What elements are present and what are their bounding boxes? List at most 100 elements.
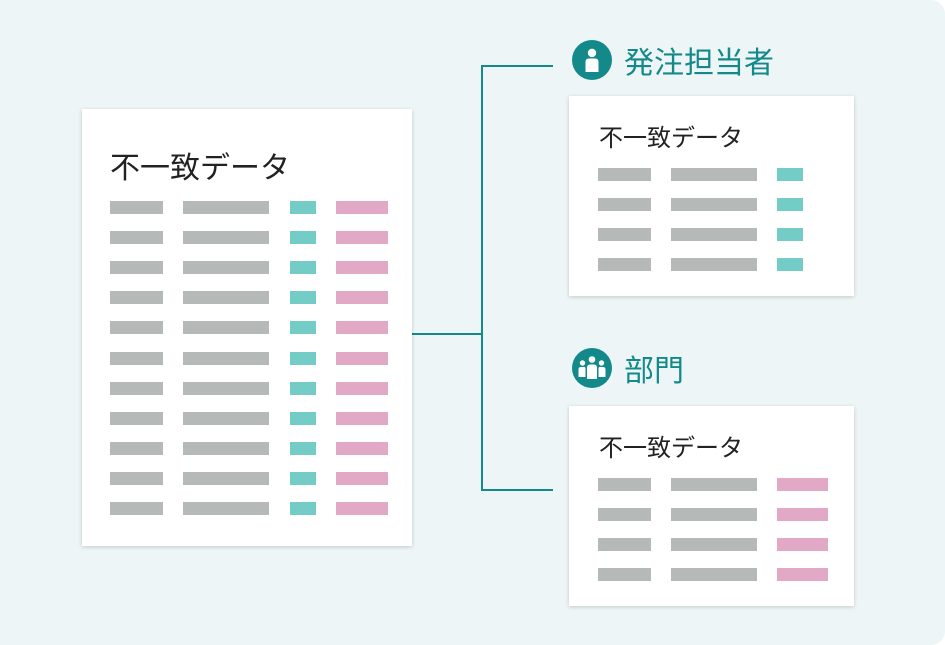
orderer-card-cell-gray [598, 228, 651, 241]
department-card-row [569, 478, 854, 491]
main-card-row [82, 502, 412, 515]
main-card-cell-gray [183, 441, 269, 455]
main-card-cell-pink [336, 471, 388, 485]
main-mismatch-card: 不一致データ [82, 109, 412, 546]
orderer-card-cell-gray [598, 168, 651, 181]
department-card-cell-gray [671, 538, 757, 551]
main-card-cell-gray [183, 411, 269, 425]
main-card-cell-teal [290, 381, 316, 395]
main-card-cell-pink [336, 291, 388, 305]
department-card-row [569, 568, 854, 581]
main-card-cell-gray [183, 381, 269, 395]
department-mismatch-card: 不一致データ [569, 406, 854, 606]
orderer-card-title: 不一致データ [599, 124, 743, 152]
main-card-row [82, 441, 412, 455]
main-card-cell-pink [336, 411, 388, 425]
orderer-card-cell-gray [671, 258, 757, 271]
main-card-cell-gray [183, 291, 269, 305]
main-card-cell-teal [290, 351, 316, 365]
main-card-cell-gray [110, 291, 163, 305]
orderer-card-cell-teal [777, 168, 803, 181]
orderer-card-cell-teal [777, 198, 803, 211]
main-card-cell-teal [290, 441, 316, 455]
group-icon [572, 348, 612, 388]
main-card-cell-gray [110, 441, 163, 455]
orderer-mismatch-card: 不一致データ [569, 96, 854, 296]
department-card-cell-pink [777, 538, 828, 551]
orderer-card-cell-gray [598, 198, 651, 211]
orderer-card-cell-teal [777, 258, 803, 271]
main-card-row [82, 381, 412, 395]
main-card-cell-teal [290, 291, 316, 305]
main-card-cell-gray [110, 321, 163, 335]
main-card-cell-teal [290, 321, 316, 335]
orderer-card-row [569, 168, 854, 181]
main-card-row [82, 321, 412, 335]
department-card-cell-gray [598, 568, 651, 581]
main-card-cell-pink [336, 502, 388, 515]
main-card-row [82, 291, 412, 305]
main-card-cell-gray [110, 381, 163, 395]
main-card-row [82, 471, 412, 485]
department-card-cell-gray [671, 508, 757, 521]
main-card-cell-pink [336, 381, 388, 395]
main-card-cell-pink [336, 351, 388, 365]
main-card-cell-gray [183, 502, 269, 515]
section-label-department: 部門 [624, 354, 684, 389]
main-card-row [82, 261, 412, 275]
department-card-row [569, 538, 854, 551]
department-card-cell-gray [598, 478, 651, 491]
department-card-cell-gray [598, 508, 651, 521]
main-card-cell-gray [110, 231, 163, 245]
main-card-cell-pink [336, 231, 388, 245]
department-card-cell-gray [671, 568, 757, 581]
department-card-cell-gray [598, 538, 651, 551]
orderer-card-cell-gray [671, 198, 757, 211]
main-card-title: 不一致データ [110, 151, 290, 186]
main-card-cell-gray [110, 502, 163, 515]
main-card-cell-teal [290, 502, 316, 515]
main-card-cell-gray [183, 351, 269, 365]
section-header-department: 部門 [572, 346, 684, 390]
main-card-cell-gray [183, 471, 269, 485]
section-label-orderer: 発注担当者 [624, 46, 774, 81]
main-card-cell-pink [336, 201, 388, 214]
main-card-cell-gray [183, 261, 269, 275]
main-card-cell-pink [336, 321, 388, 335]
orderer-card-row [569, 198, 854, 211]
main-card-cell-teal [290, 261, 316, 275]
main-card-cell-gray [110, 411, 163, 425]
main-card-cell-gray [110, 201, 163, 214]
orderer-card-cell-teal [777, 228, 803, 241]
main-card-cell-teal [290, 231, 316, 245]
department-card-cell-pink [777, 478, 828, 491]
orderer-card-cell-gray [671, 168, 757, 181]
main-card-cell-pink [336, 441, 388, 455]
main-card-cell-pink [336, 261, 388, 275]
main-card-row [82, 201, 412, 214]
orderer-card-row [569, 228, 854, 241]
person-icon [572, 40, 612, 80]
orderer-card-cell-gray [671, 228, 757, 241]
main-card-cell-gray [183, 201, 269, 214]
main-card-cell-teal [290, 201, 316, 214]
department-card-title: 不一致データ [599, 434, 743, 462]
main-card-cell-gray [183, 321, 269, 335]
main-card-cell-gray [183, 231, 269, 245]
department-card-row [569, 508, 854, 521]
main-card-cell-teal [290, 411, 316, 425]
main-card-row [82, 411, 412, 425]
department-card-cell-pink [777, 508, 828, 521]
section-header-orderer: 発注担当者 [572, 38, 774, 82]
main-card-cell-gray [110, 351, 163, 365]
main-card-cell-gray [110, 261, 163, 275]
orderer-card-cell-gray [598, 258, 651, 271]
main-card-row [82, 351, 412, 365]
department-card-cell-pink [777, 568, 828, 581]
department-card-cell-gray [671, 478, 757, 491]
orderer-card-row [569, 258, 854, 271]
main-card-cell-teal [290, 471, 316, 485]
main-card-row [82, 231, 412, 245]
